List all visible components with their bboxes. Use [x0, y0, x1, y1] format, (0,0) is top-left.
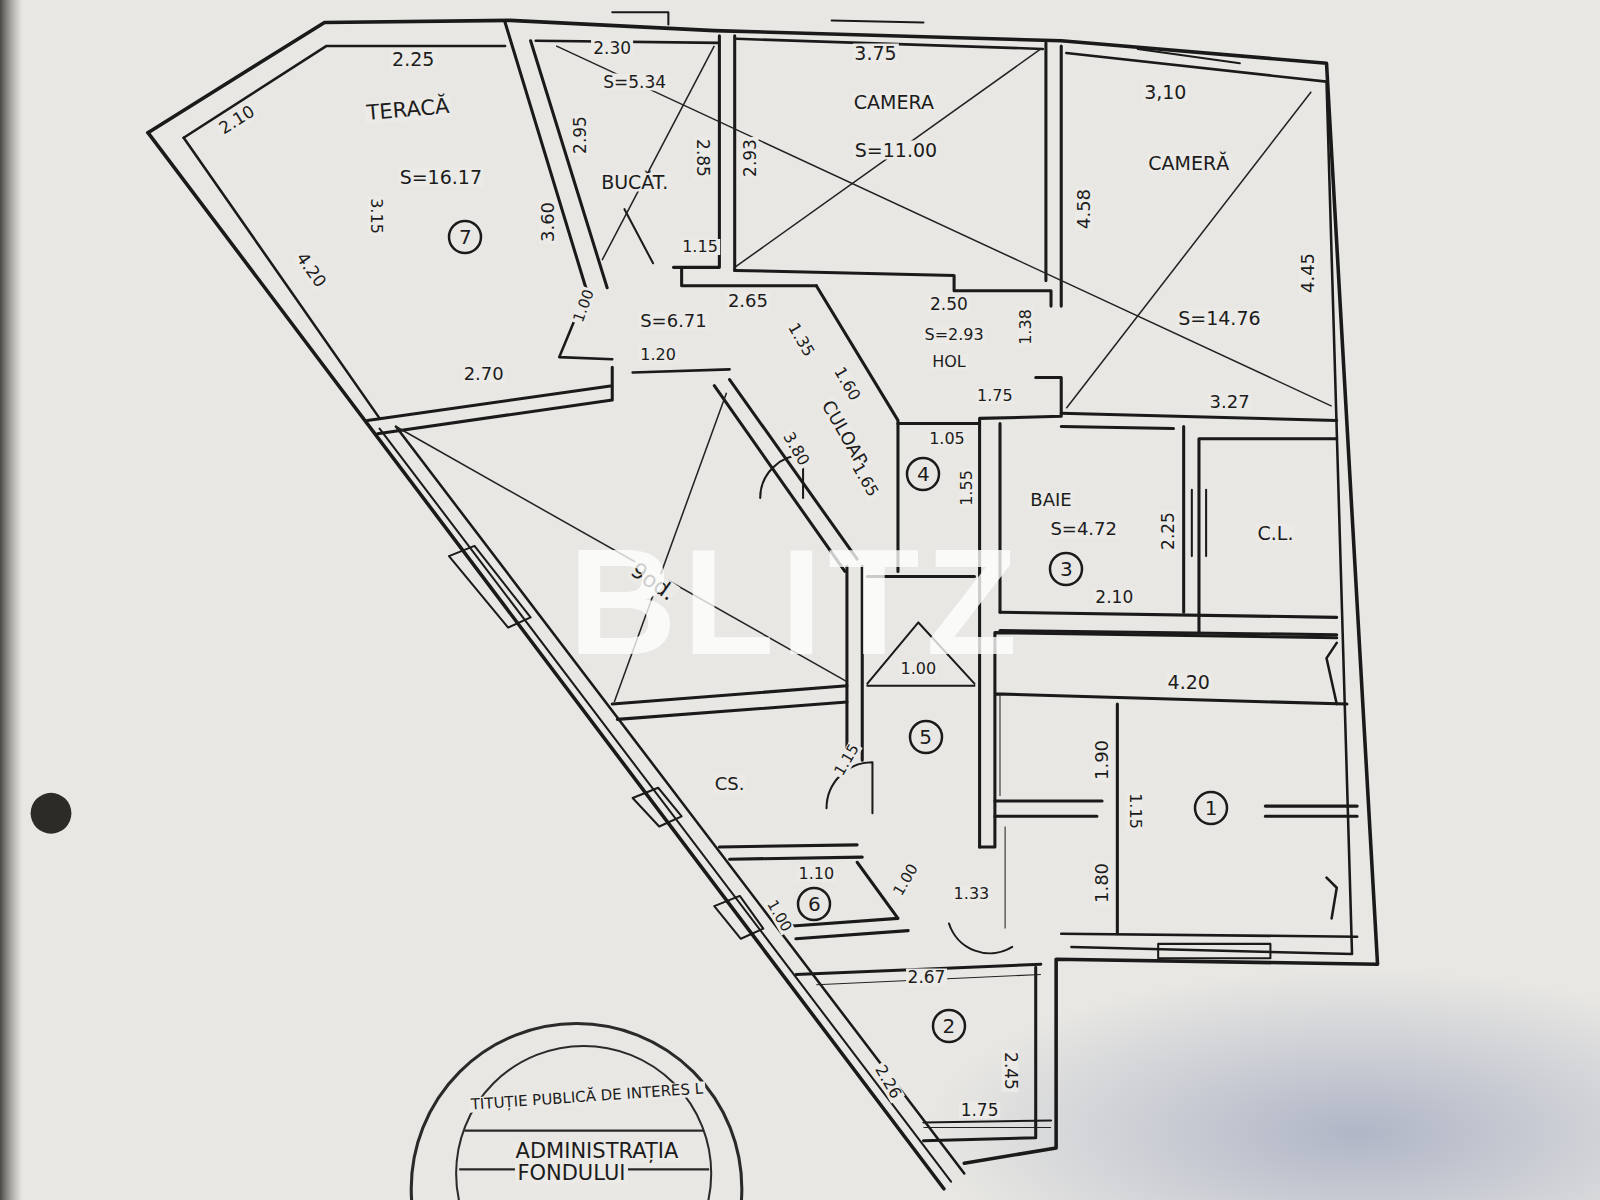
photo-edge [0, 0, 22, 1200]
callout-number: 6 [808, 894, 821, 914]
dimension-label: 1.00 [570, 286, 597, 326]
callout-ring [1195, 792, 1227, 824]
room-name: TERACĂ [364, 96, 452, 124]
room-name: BAIE [1028, 491, 1073, 509]
callout-circle: 6 [796, 886, 832, 922]
callout-ring [910, 721, 942, 753]
dimension-label: 4.20 [1166, 672, 1212, 691]
dimension-label: 1.15 [680, 239, 720, 255]
dimension-label: 1.00 [763, 896, 795, 936]
dimension-label: S=11.00 [853, 141, 939, 160]
callout-circle: 7 [447, 219, 483, 255]
dimension-label: 2.26 [871, 1060, 905, 1102]
photo-shadow [929, 969, 1600, 1200]
callout-circle: 2 [931, 1008, 967, 1044]
callout-number: 1 [1205, 798, 1218, 818]
room-name: HOL [930, 354, 968, 370]
callout-circle: 1 [1193, 790, 1229, 826]
callout-number: 7 [459, 227, 472, 247]
room-name: CULOAR [818, 395, 872, 471]
dimension-label: 4.58 [1075, 187, 1093, 231]
dimension-label: 3.27 [1208, 393, 1252, 411]
dimension-label: S=5.34 [601, 73, 668, 90]
dimension-label: 2.65 [726, 292, 770, 310]
dimension-label: 1.35 [784, 319, 818, 361]
dimension-label: 3.15 [368, 197, 384, 237]
dimension-label: 2.25 [1160, 510, 1177, 552]
callout-ring [449, 221, 481, 253]
callout-circle: 5 [908, 719, 944, 755]
dimension-label: 2.50 [928, 296, 970, 313]
stamp-text: TITUȚIE PUBLICĂ DE INTERES L [468, 1081, 705, 1112]
callout-number: 4 [917, 464, 930, 484]
dimension-label: 2.10 [214, 102, 259, 139]
dimension-label: 1.33 [952, 886, 992, 902]
room-name: C.L. [1256, 523, 1296, 542]
dimension-label: S=16.17 [398, 167, 484, 186]
dimension-label: 2.93 [742, 137, 759, 179]
room-name: CAMERĂ [1146, 154, 1231, 173]
callout-number: 3 [1060, 559, 1073, 579]
dimension-label: 2.30 [591, 39, 633, 56]
dimension-label: 1.80 [1093, 861, 1111, 905]
walls [148, 12, 1378, 1189]
dimension-label: S=4.72 [1048, 520, 1119, 538]
dimension-label: 3.75 [852, 44, 898, 63]
dimension-lines [816, 694, 1051, 1128]
stamp [411, 1023, 742, 1200]
room-name: CAMERA [852, 93, 936, 112]
dimension-label: 2.25 [390, 50, 436, 69]
dimension-label: 1.38 [1018, 307, 1034, 347]
dimension-label: 1.65 [848, 458, 882, 500]
dimension-label: 3.80 [779, 428, 813, 470]
dimension-label: 1.00 [890, 860, 922, 900]
dimension-label: 2.10 [1093, 588, 1135, 605]
callout-ring [933, 1010, 965, 1042]
callout-circle: 3 [1048, 551, 1084, 587]
dimension-label: 3,10 [1142, 82, 1188, 101]
dimension-label: 1.15 [1127, 791, 1143, 831]
stamp-text: FONDULUI [515, 1163, 627, 1184]
dimension-label: 3.60 [539, 200, 557, 244]
dimension-label: 1.10 [797, 866, 837, 882]
dimension-label: 2.67 [906, 968, 948, 985]
dimension-label: S=2.93 [922, 327, 985, 343]
dimension-label: 1.05 [927, 431, 967, 447]
room-name: CS. [713, 775, 747, 793]
room-name: BUCĂT. [599, 172, 670, 191]
callout-circle: 4 [905, 456, 941, 492]
stamp-text: ADMINISTRAȚIA [514, 1141, 681, 1162]
dimension-label: 2.45 [1002, 1050, 1019, 1092]
callout-ring [798, 888, 830, 920]
room-cross-lines [396, 46, 1332, 702]
dimension-label: 1.75 [975, 388, 1015, 404]
dimension-label: 1.15 [831, 740, 863, 780]
dimension-label: 1.75 [959, 1102, 1001, 1119]
dimension-label: 1.90 [1093, 738, 1111, 782]
dimension-label: 1.20 [638, 347, 678, 363]
dimension-label: 2.70 [462, 365, 506, 383]
callout-number: 2 [943, 1016, 956, 1036]
dimension-label: 1.55 [959, 468, 975, 508]
callout-ring [1050, 553, 1082, 585]
dimension-label: 4.20 [292, 248, 330, 292]
dimension-label: 2.95 [571, 114, 588, 156]
punch-hole [31, 793, 72, 834]
callout-ring [907, 458, 939, 490]
dimension-label: 4.45 [1299, 251, 1317, 295]
watermark: BLITZ [568, 527, 1023, 677]
dimension-label: S=6.71 [638, 312, 709, 330]
dimension-label: S=14.76 [1176, 309, 1262, 328]
dimension-label: 2.85 [694, 137, 711, 179]
callout-number: 5 [919, 727, 932, 747]
